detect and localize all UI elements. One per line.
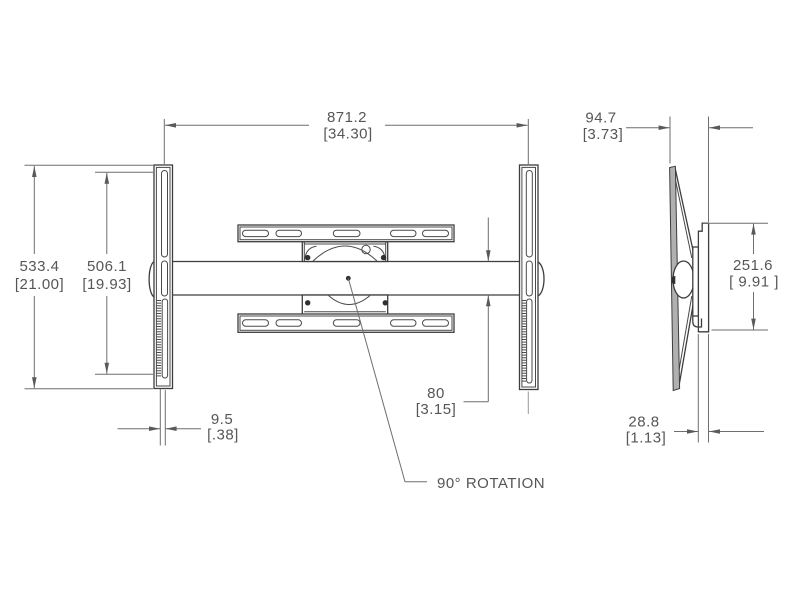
rail-slot-middle [525,260,533,297]
rail-outline [237,313,455,333]
pivot-boss-ellipse [672,260,695,299]
slot [332,319,361,327]
rail-inner-outline [239,226,453,241]
arrowhead-right [516,123,528,128]
bolt-bottom-left [305,300,311,306]
arrowhead-up [32,166,37,177]
bolt-top-left [305,254,311,261]
dim-rail-thickness: 9.5 [.38] [117,388,239,446]
rail-outline [237,224,455,243]
dim-text-mm: 251.6 [733,257,773,274]
dim-text-inches: [34.30] [323,126,372,143]
wall-plate-profile [697,222,710,333]
rail-slot-top [525,170,533,258]
arrowhead-right [658,125,670,130]
rail-slot-bottom [526,298,533,384]
dim-wall-plate-height: 251.6 [ 9.91 ] [703,222,779,331]
lock-pin-circle [361,244,371,255]
slot [422,319,449,327]
dim-wall-plate-depth: 28.8 [1.13] [626,334,764,447]
dimensions: 871.2 [34.30] 533.4 [21.00] 506.1 [19.93… [15,109,779,492]
arrowhead-down [751,318,756,330]
dim-text-mm: 9.5 [211,411,233,428]
side-view [669,165,710,392]
rail-slots [242,229,449,238]
arrowhead-left [709,429,720,434]
dim-mount-depth: 94.7 [3.73] [583,110,753,222]
dim-text-inches: [21.00] [15,276,64,293]
arrowhead-right [149,426,160,431]
rail-inner-outline [155,166,171,387]
rail-inner-outline [521,166,537,388]
dim-text-mm: 28.8 [628,414,659,431]
rotation-annotation-label: 90° ROTATION [437,475,545,492]
slot [422,229,449,238]
arrowhead-down [104,362,110,374]
dim-overall-width: 871.2 [34.30] [163,109,529,166]
dim-text-inches: [3.73] [583,126,624,143]
right-rail-clip-bump [537,261,545,297]
slot [390,319,417,327]
pivot-bolt-left [671,275,676,285]
dim-text-inches: [.38] [207,427,239,444]
bottom-mounting-rail [237,313,455,333]
rotation-leader-line [347,278,427,483]
slot [242,229,269,238]
rail-inner-outline [239,315,453,331]
dim-text-mm: 506.1 [87,258,127,275]
arrowhead-right [687,429,698,434]
arrowhead-up [486,295,491,307]
rail-slot-bottom [161,298,169,379]
slot [390,229,417,238]
rotation-plate-top [301,241,389,263]
dim-text-inches: [3.15] [416,401,457,418]
arrowhead-left [165,426,177,431]
bolt-top-right [380,254,387,261]
slot [275,319,302,327]
top-mounting-rail [237,224,455,243]
dim-text-inches: [ 9.91 ] [729,274,779,291]
dim-text-mm: 871.2 [327,109,367,126]
pivot-lower-arc [328,295,371,305]
arrowhead-down [486,250,491,262]
pivot-dome-arc [312,245,378,262]
rail-slot-middle [161,260,168,297]
arrowhead-up [751,223,756,235]
dim-text-mm: 533.4 [19,258,59,275]
dim-arm-height: 80 [3.15] [416,217,491,418]
arrowhead-left [709,125,720,130]
left-vertical-rail [148,164,174,390]
corner-arc-left [304,245,317,262]
slot [332,229,361,238]
dim-slot-span: 506.1 [19.93] [82,171,153,375]
arrowhead-left [165,123,176,128]
front-view [148,164,545,483]
dim-text-mm: 94.7 [585,110,616,127]
arrowhead-up [104,172,110,184]
left-rail-clip-bump [148,260,155,298]
rail-slot-top [161,170,168,258]
dim-text-inches: [1.13] [626,430,667,447]
hook-channel-strip [692,246,700,317]
slot [275,229,302,238]
dim-overall-height: 533.4 [21.00] [15,164,153,390]
rotation-plate-bottom [301,294,389,315]
slot [242,319,269,327]
wedge-inner-upper [673,171,693,259]
right-vertical-rail [518,164,545,414]
bolt-bottom-right [382,300,388,306]
wall-plate-bottom-hook [692,316,703,328]
dim-text-mm: 80 [427,385,445,402]
dim-text-inches: [19.93] [82,276,131,293]
rail-slots [242,319,449,327]
arrowhead-down [32,377,37,389]
